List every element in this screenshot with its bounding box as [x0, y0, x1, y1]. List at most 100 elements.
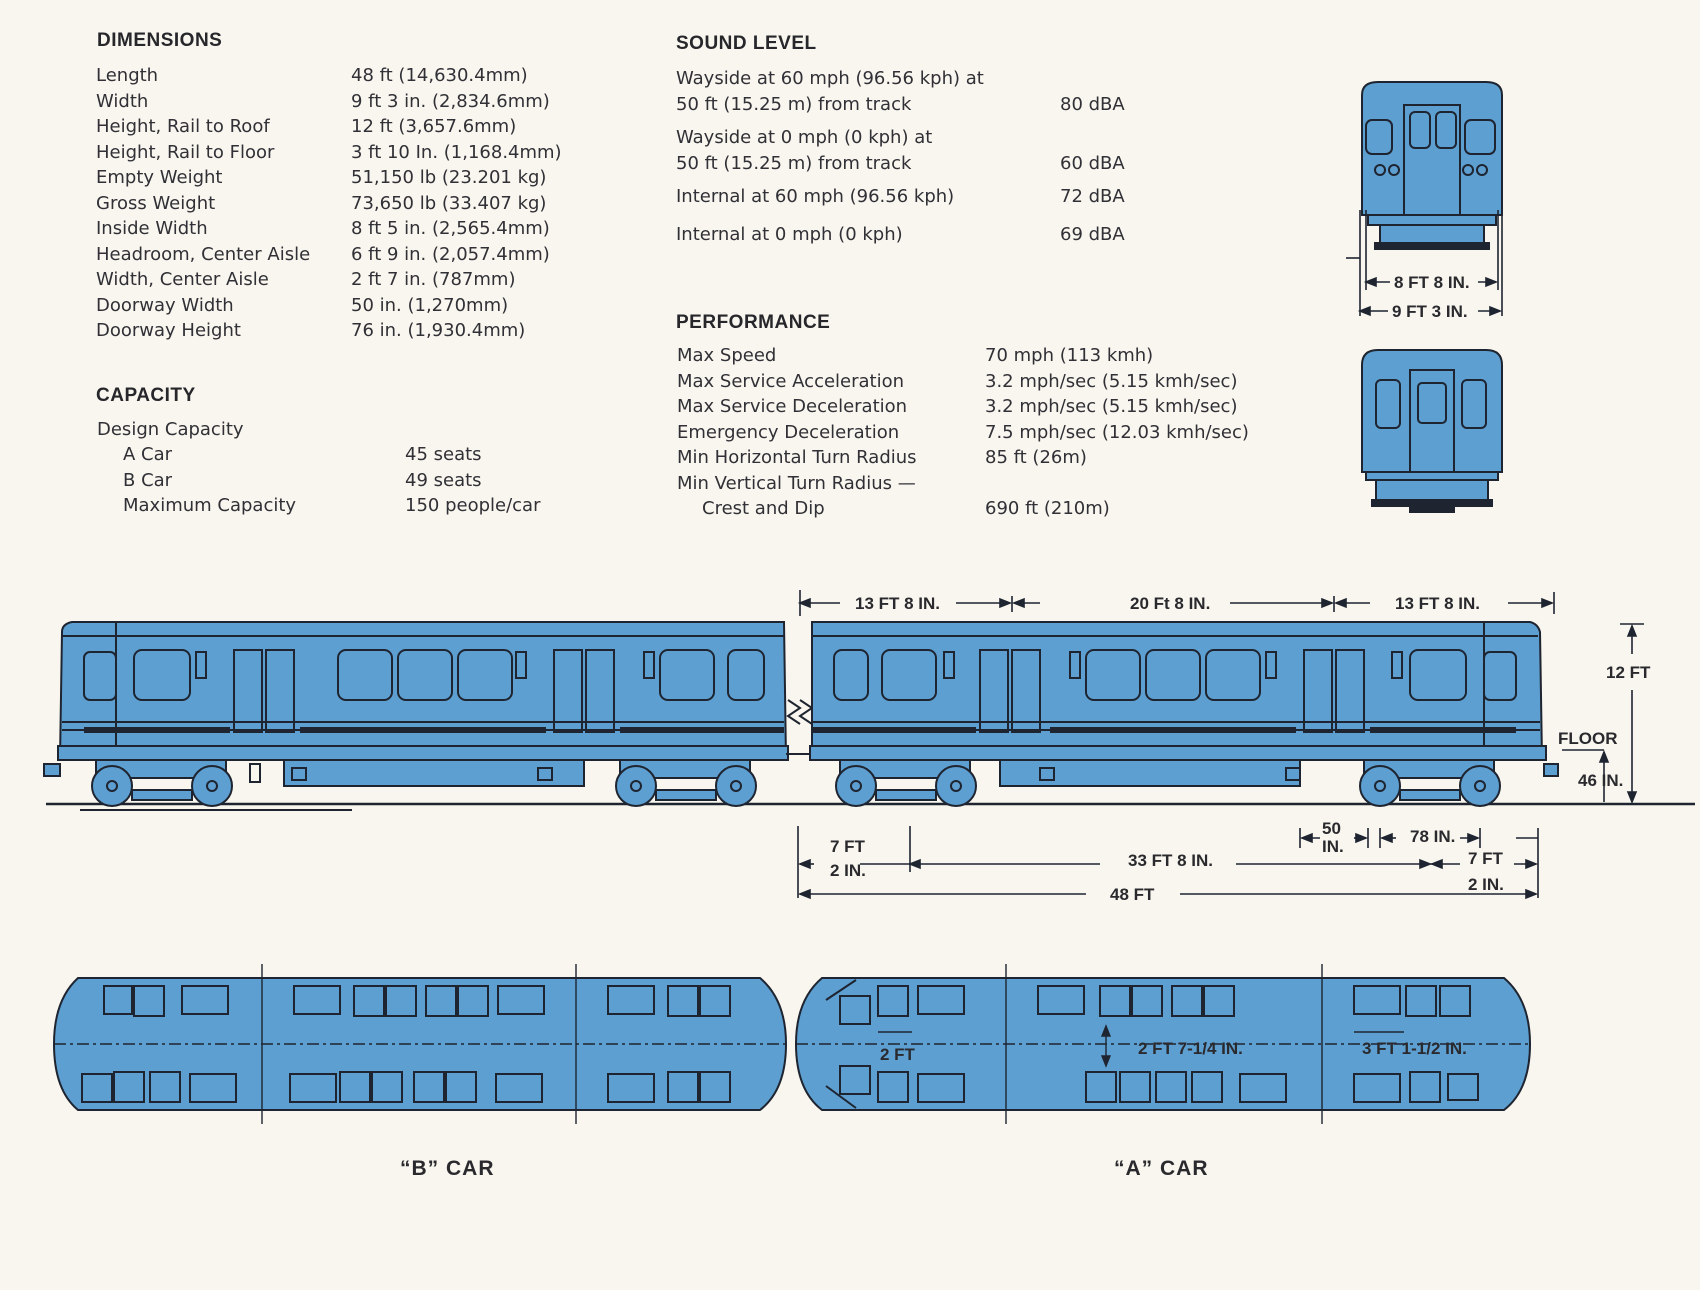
performance-label: Emergency Deceleration [677, 421, 900, 443]
dimension-value: 12 ft (3,657.6mm) [351, 116, 517, 137]
dimension-value: 51,150 lb (23.201 kg) [351, 167, 547, 188]
sound-row: Wayside at 0 mph (0 kph) at 50 ft (15.25 … [676, 125, 1125, 176]
performance-label: Max Speed [677, 345, 777, 366]
sound-level-table: Wayside at 60 mph (96.56 kph) at 50 ft (1… [676, 66, 1125, 255]
dimension-label: Empty Weight [96, 167, 223, 188]
dimension-row: Inside Width 8 ft 5 in. (2,565.4mm) [96, 216, 562, 242]
performance-row: Max Service Deceleration 3.2 mph/sec (5.1… [677, 394, 1249, 420]
dimension-label: Height, Rail to Floor [96, 141, 275, 163]
end-view-inner-width: 8 FT 8 IN. [1394, 273, 1470, 292]
capacity-value: 45 seats [405, 444, 482, 465]
capacity-label: B Car [123, 469, 173, 491]
dim-right-overhang-ft: 7 FT [1468, 849, 1504, 868]
performance-heading: PERFORMANCE [676, 312, 831, 333]
sound-row: Wayside at 60 mph (96.56 kph) at 50 ft (1… [676, 66, 1125, 117]
performance-value: 3.2 mph/sec (5.15 kmh/sec) [985, 396, 1238, 417]
dim-right-overhang-in: 2 IN. [1468, 875, 1504, 894]
plan-dim-seat-pitch: 2 FT 7-1/4 IN. [1138, 1039, 1243, 1058]
end-view-dimension-lines [1346, 210, 1503, 317]
sound-label-line1: Internal at 0 mph (0 kph) [676, 223, 903, 245]
sound-row: Internal at 0 mph (0 kph)69 dBA [676, 222, 1125, 248]
dimension-label: Height, Rail to Roof [96, 116, 270, 137]
dim-door-centers: 20 Ft 8 IN. [1130, 594, 1210, 613]
performance-row: Min Vertical Turn Radius — [677, 471, 1249, 497]
dim-door-spacing: 78 IN. [1410, 827, 1455, 846]
dimension-value: 6 ft 9 in. (2,057.4mm) [351, 243, 550, 265]
dimension-label: Doorway Width [96, 294, 234, 316]
end-view-rear [1361, 349, 1503, 513]
capacity-heading: CAPACITY [96, 385, 196, 406]
performance-label: Min Horizontal Turn Radius [677, 447, 917, 468]
performance-value: 85 ft (26m) [985, 447, 1087, 468]
dimension-label: Inside Width [96, 218, 208, 239]
dimension-value: 48 ft (14,630.4mm) [351, 65, 528, 86]
sound-value: 72 dBA [1060, 186, 1125, 207]
plan-dim-aisle: 3 FT 1-1/2 IN. [1362, 1039, 1467, 1058]
dimension-value: 73,650 lb (33.407 kg) [351, 192, 547, 214]
dimension-row: Height, Rail to Floor 3 ft 10 In. (1,168.… [96, 140, 562, 166]
coupler [786, 699, 814, 755]
performance-row: Crest and Dip 690 ft (210m) [677, 496, 1249, 522]
dimension-row: Doorway Width 50 in. (1,270mm) [96, 293, 562, 319]
dimension-label: Width [96, 90, 149, 112]
capacity-label: A Car [123, 444, 173, 465]
dimension-label: Gross Weight [96, 192, 216, 214]
capacity-value: 49 seats [405, 469, 482, 491]
performance-row: Max Service Acceleration 3.2 mph/sec (5.1… [677, 369, 1249, 395]
sound-label-line2: 50 ft (15.25 m) from track [676, 152, 912, 174]
dim-left-overhang-ft: 7 FT [830, 837, 866, 856]
dimension-row: Headroom, Center Aisle 6 ft 9 in. (2,057.… [96, 242, 562, 268]
a-car-label: “A” CAR [1114, 1157, 1209, 1180]
a-car-plan-view [794, 964, 1532, 1124]
dimensions-heading: DIMENSIONS [97, 30, 223, 51]
dimension-value: 9 ft 3 in. (2,834.6mm) [351, 90, 550, 112]
dimension-value: 76 in. (1,930.4mm) [351, 320, 526, 341]
dimension-row: Height, Rail to Roof 12 ft (3,657.6mm) [96, 114, 562, 140]
performance-label: Max Service Acceleration [677, 370, 905, 392]
dimensions-table: Length 48 ft (14,630.4mm) Width 9 ft 3 in. … [96, 63, 562, 344]
capacity-label: Maximum Capacity [123, 495, 297, 516]
capacity-row: B Car 49 seats [123, 468, 540, 494]
dim-car-length: 48 FT [1110, 885, 1155, 904]
sound-label-line1: Wayside at 0 mph (0 kph) at [676, 127, 933, 148]
performance-label: Crest and Dip [702, 498, 825, 519]
sound-label-line2: 50 ft (15.25 m) from track [676, 93, 912, 115]
dimension-row: Empty Weight 51,150 lb (23.201 kg) [96, 165, 562, 191]
dimension-value: 8 ft 5 in. (2,565.4mm) [351, 218, 550, 239]
plan-dim-2ft: 2 FT [880, 1045, 916, 1064]
performance-value: 690 ft (210m) [985, 498, 1110, 519]
dim-left-overhang-in: 2 IN. [830, 861, 866, 880]
capacity-value: 150 people/car [405, 495, 541, 516]
performance-row: Emergency Deceleration 7.5 mph/sec (12.03… [677, 420, 1249, 446]
performance-value: 7.5 mph/sec (12.03 kmh/sec) [985, 421, 1249, 443]
sound-label: Internal at 0 mph (0 kph) [676, 222, 1060, 248]
dimension-row: Gross Weight 73,650 lb (33.407 kg) [96, 191, 562, 217]
dimension-value: 2 ft 7 in. (787mm) [351, 269, 516, 290]
dim-floor-height: 46 IN. [1578, 771, 1623, 790]
dimension-value: 3 ft 10 In. (1,168.4mm) [351, 141, 562, 163]
dimension-row: Width 9 ft 3 in. (2,834.6mm) [96, 89, 562, 115]
side-view-dimension-lines [797, 590, 1644, 900]
sound-label-line1: Internal at 60 mph (96.56 kph) [676, 186, 955, 207]
performance-label: Max Service Deceleration [677, 396, 908, 417]
sound-value: 60 dBA [1060, 152, 1125, 174]
dim-car-height: 12 FT [1606, 663, 1651, 682]
dim-truck-centers: 33 FT 8 IN. [1128, 851, 1213, 870]
dimension-label: Length [96, 65, 159, 86]
performance-value: 3.2 mph/sec (5.15 kmh/sec) [985, 370, 1238, 392]
dimension-value: 50 in. (1,270mm) [351, 294, 509, 316]
dimension-row: Width, Center Aisle 2 ft 7 in. (787mm) [96, 267, 562, 293]
dimension-label: Headroom, Center Aisle [96, 243, 311, 265]
a-car-side-view [809, 621, 1559, 807]
sound-label-line1: Wayside at 60 mph (96.56 kph) at [676, 68, 984, 89]
sound-value: 80 dBA [1060, 93, 1125, 115]
dimension-label: Width, Center Aisle [96, 269, 269, 290]
b-car-side-view [43, 621, 789, 807]
sound-label: Wayside at 60 mph (96.56 kph) at 50 ft (1… [676, 66, 1060, 117]
sound-level-heading: SOUND LEVEL [676, 33, 817, 54]
